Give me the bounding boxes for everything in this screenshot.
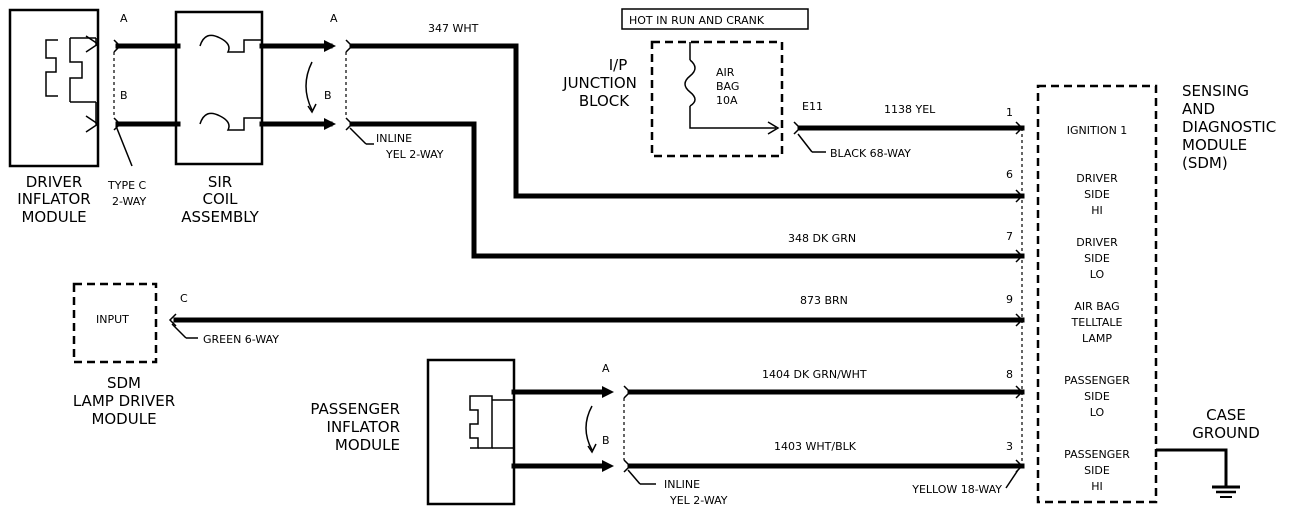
case-ground: CASE GROUND: [1156, 406, 1260, 498]
arrow-coil-b: [324, 118, 336, 130]
junction-label-2: JUNCTION: [562, 74, 637, 92]
sdm-driver-lo-1: DRIVER: [1076, 236, 1118, 249]
wire-348-label: 348 DK GRN: [788, 232, 856, 245]
wire-1138-label: 1138 YEL: [884, 103, 936, 116]
sdm-module: IGNITION 1 DRIVER SIDE HI DRIVER SIDE LO…: [1036, 84, 1158, 504]
pin-3: 3: [1006, 440, 1013, 453]
green-6-way-label: GREEN 6-WAY: [203, 333, 279, 346]
inline-top-label-1: INLINE: [376, 132, 412, 145]
driver-inflator-label-2: INFLATOR: [17, 190, 90, 208]
sir-coil-label-1: SIR: [208, 173, 232, 191]
sdm-pass-lo-1: PASSENGER: [1064, 374, 1130, 387]
inline-connector-bottom: A B INLINE YEL 2-WAY: [585, 362, 728, 507]
pin-a-inline: A: [330, 12, 338, 25]
sdm-title-4: MODULE: [1182, 136, 1247, 154]
lamp-driver-label-3: MODULE: [91, 410, 156, 428]
driver-inflator-module: DRIVER INFLATOR MODULE: [8, 8, 100, 226]
case-ground-label-1: CASE: [1206, 406, 1246, 424]
type-c-label-1: TYPE C: [107, 179, 147, 192]
sdm-driver-lo-3: LO: [1090, 268, 1105, 281]
driver-inflator-label-3: MODULE: [21, 208, 86, 226]
sir-coil-assembly: SIR COIL ASSEMBLY: [174, 10, 264, 226]
sdm-title-1: SENSING: [1182, 82, 1249, 100]
pin-6: 6: [1006, 168, 1013, 181]
pin-9: 9: [1006, 293, 1013, 306]
lamp-driver-label-1: SDM: [107, 374, 141, 392]
pin-a-driver: A: [120, 12, 128, 25]
sdm-driver-hi-2: SIDE: [1084, 188, 1110, 201]
sdm-pass-hi-1: PASSENGER: [1064, 448, 1130, 461]
arrow-pass-b: [602, 460, 614, 472]
sdm-title-2: AND: [1182, 100, 1215, 118]
sdm-telltale-3: LAMP: [1082, 332, 1112, 345]
sdm-lamp-driver-module: INPUT SDM LAMP DRIVER MODULE: [72, 282, 175, 428]
pin-7: 7: [1006, 230, 1013, 243]
pin-c: C: [180, 292, 188, 305]
sdm-title-5: (SDM): [1182, 154, 1228, 172]
yellow-18-way-label: YELLOW 18-WAY: [911, 483, 1002, 496]
sdm-pass-hi-3: HI: [1091, 480, 1103, 493]
arrow-coil-a: [324, 40, 336, 52]
sdm-title: SENSING AND DIAGNOSTIC MODULE (SDM): [1182, 82, 1276, 172]
lamp-driver-label-2: LAMP DRIVER: [73, 392, 175, 410]
fuse-symbol: [684, 59, 696, 107]
pin-b-driver: B: [120, 89, 128, 102]
fuse-label-1: AIR: [716, 66, 735, 79]
inline-top-label-2: YEL 2-WAY: [385, 148, 444, 161]
pin-b-inline: B: [324, 89, 332, 102]
pin-b-passenger: B: [602, 434, 610, 447]
pin-e11: E11: [802, 100, 823, 113]
junction-label-3: BLOCK: [579, 92, 630, 110]
sdm-pass-lo-3: LO: [1090, 406, 1105, 419]
passenger-inflator-label-3: MODULE: [335, 436, 400, 454]
wire-347-wht: [349, 43, 1025, 199]
junction-block-labels: I/P JUNCTION BLOCK: [562, 56, 637, 110]
sdm-title-3: DIAGNOSTIC: [1182, 118, 1276, 136]
yellow-18-way-connector: 1 6 7 9 8 3 YELLOW 18-WAY: [911, 106, 1024, 496]
green-6-way-connector: C GREEN 6-WAY: [168, 292, 279, 346]
hot-in-run-label: HOT IN RUN AND CRANK: [629, 14, 765, 27]
junction-block: AIR BAG 10A: [650, 40, 784, 158]
sir-coil-label-3: ASSEMBLY: [181, 208, 259, 226]
fuse-label-3: 10A: [716, 94, 738, 107]
sdm-driver-hi-3: HI: [1091, 204, 1103, 217]
wire-348-dk-grn: [349, 121, 1025, 259]
inline-connector-top: A B INLINE YEL 2-WAY: [305, 12, 444, 161]
type-c-label-2: 2-WAY: [112, 195, 146, 208]
pin-8: 8: [1006, 368, 1013, 381]
sdm-ignition-1: IGNITION 1: [1067, 124, 1128, 137]
sir-coil-label-2: COIL: [202, 190, 238, 208]
passenger-inflator-label-1: PASSENGER: [310, 400, 400, 418]
case-ground-label-2: GROUND: [1192, 424, 1260, 442]
wire-347-label: 347 WHT: [428, 22, 479, 35]
inline-bottom-label-2: YEL 2-WAY: [669, 494, 728, 507]
sdm-driver-lo-2: SIDE: [1084, 252, 1110, 265]
wire-873-label: 873 BRN: [800, 294, 848, 307]
pin-1: 1: [1006, 106, 1013, 119]
inline-bottom-label-1: INLINE: [664, 478, 700, 491]
black-68-way-label: BLACK 68-WAY: [830, 147, 911, 160]
passenger-inflator-label-2: INFLATOR: [327, 418, 400, 436]
passenger-inflator-module: PASSENGER INFLATOR MODULE: [310, 358, 516, 506]
pin-a-passenger: A: [602, 362, 610, 375]
sdm-pass-hi-2: SIDE: [1084, 464, 1110, 477]
arrow-pass-a: [602, 386, 614, 398]
fuse-label-2: BAG: [716, 80, 739, 93]
input-label: INPUT: [96, 313, 129, 326]
sdm-pass-lo-2: SIDE: [1084, 390, 1110, 403]
sdm-driver-hi-1: DRIVER: [1076, 172, 1118, 185]
wire-1404-label: 1404 DK GRN/WHT: [762, 368, 867, 381]
sdm-telltale-2: TELLTALE: [1071, 316, 1123, 329]
junction-label-1: I/P: [609, 56, 628, 74]
type-c-connector: A B TYPE C 2-WAY: [107, 12, 147, 208]
wire-1403-label: 1403 WHT/BLK: [774, 440, 857, 453]
hot-in-run-box: HOT IN RUN AND CRANK: [621, 8, 809, 30]
sdm-telltale-1: AIR BAG: [1074, 300, 1119, 313]
driver-inflator-label-1: DRIVER: [26, 173, 83, 191]
